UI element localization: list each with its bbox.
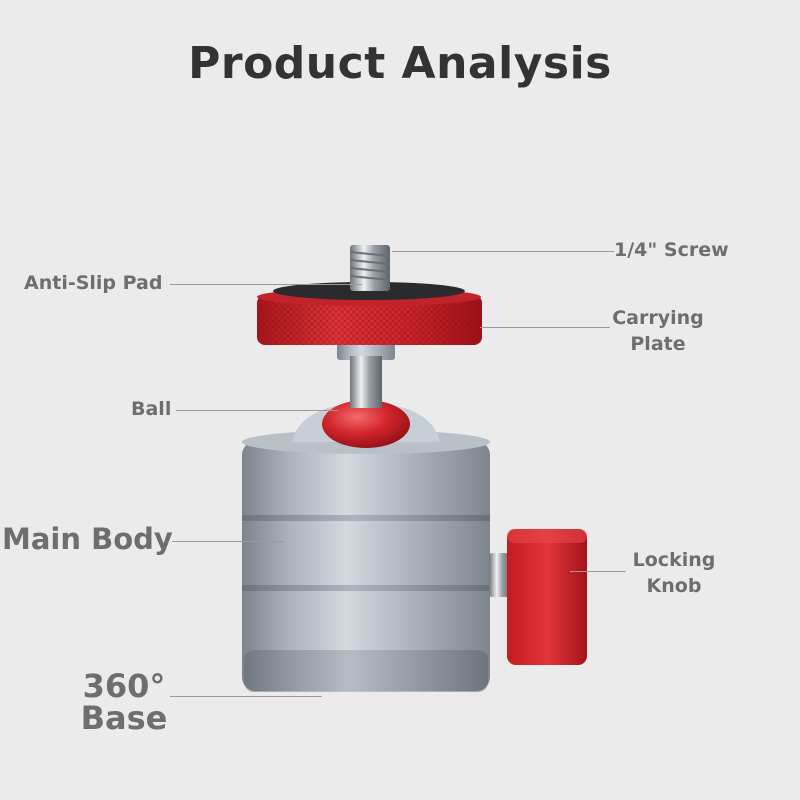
label-carrying-plate: Carrying Plate — [598, 305, 718, 357]
main-body — [242, 430, 490, 692]
ball — [292, 400, 440, 448]
leader-line-carrying-plate — [480, 327, 610, 328]
label-carrying-plate-line-1: Carrying — [612, 307, 704, 329]
label-locking-knob: Locking Knob — [614, 547, 734, 599]
locking-knob — [489, 529, 587, 665]
quarter-inch-screw — [349, 245, 391, 291]
leader-line-base — [170, 696, 322, 697]
leader-line-screw — [392, 251, 614, 252]
page-title: Product Analysis — [188, 38, 612, 89]
label-ball: Ball — [131, 398, 172, 420]
leader-line-ball — [176, 410, 338, 411]
label-360-base: 360° Base — [72, 670, 176, 734]
label-main-body: Main Body — [2, 522, 173, 556]
label-locking-knob-line-1: Locking — [632, 549, 716, 571]
label-360-base-line-2: Base — [80, 699, 168, 737]
leader-line-main-body — [172, 541, 284, 542]
label-quarter-inch-screw: 1/4" Screw — [614, 239, 729, 261]
label-anti-slip-pad: Anti-Slip Pad — [24, 272, 163, 294]
leader-line-locking-knob — [570, 571, 626, 572]
leader-line-anti-slip-pad — [170, 284, 362, 285]
label-360-base-line-1: 360° — [82, 667, 166, 705]
label-locking-knob-line-2: Knob — [646, 575, 702, 597]
label-carrying-plate-line-2: Plate — [630, 333, 686, 355]
ball-stem — [337, 342, 395, 408]
